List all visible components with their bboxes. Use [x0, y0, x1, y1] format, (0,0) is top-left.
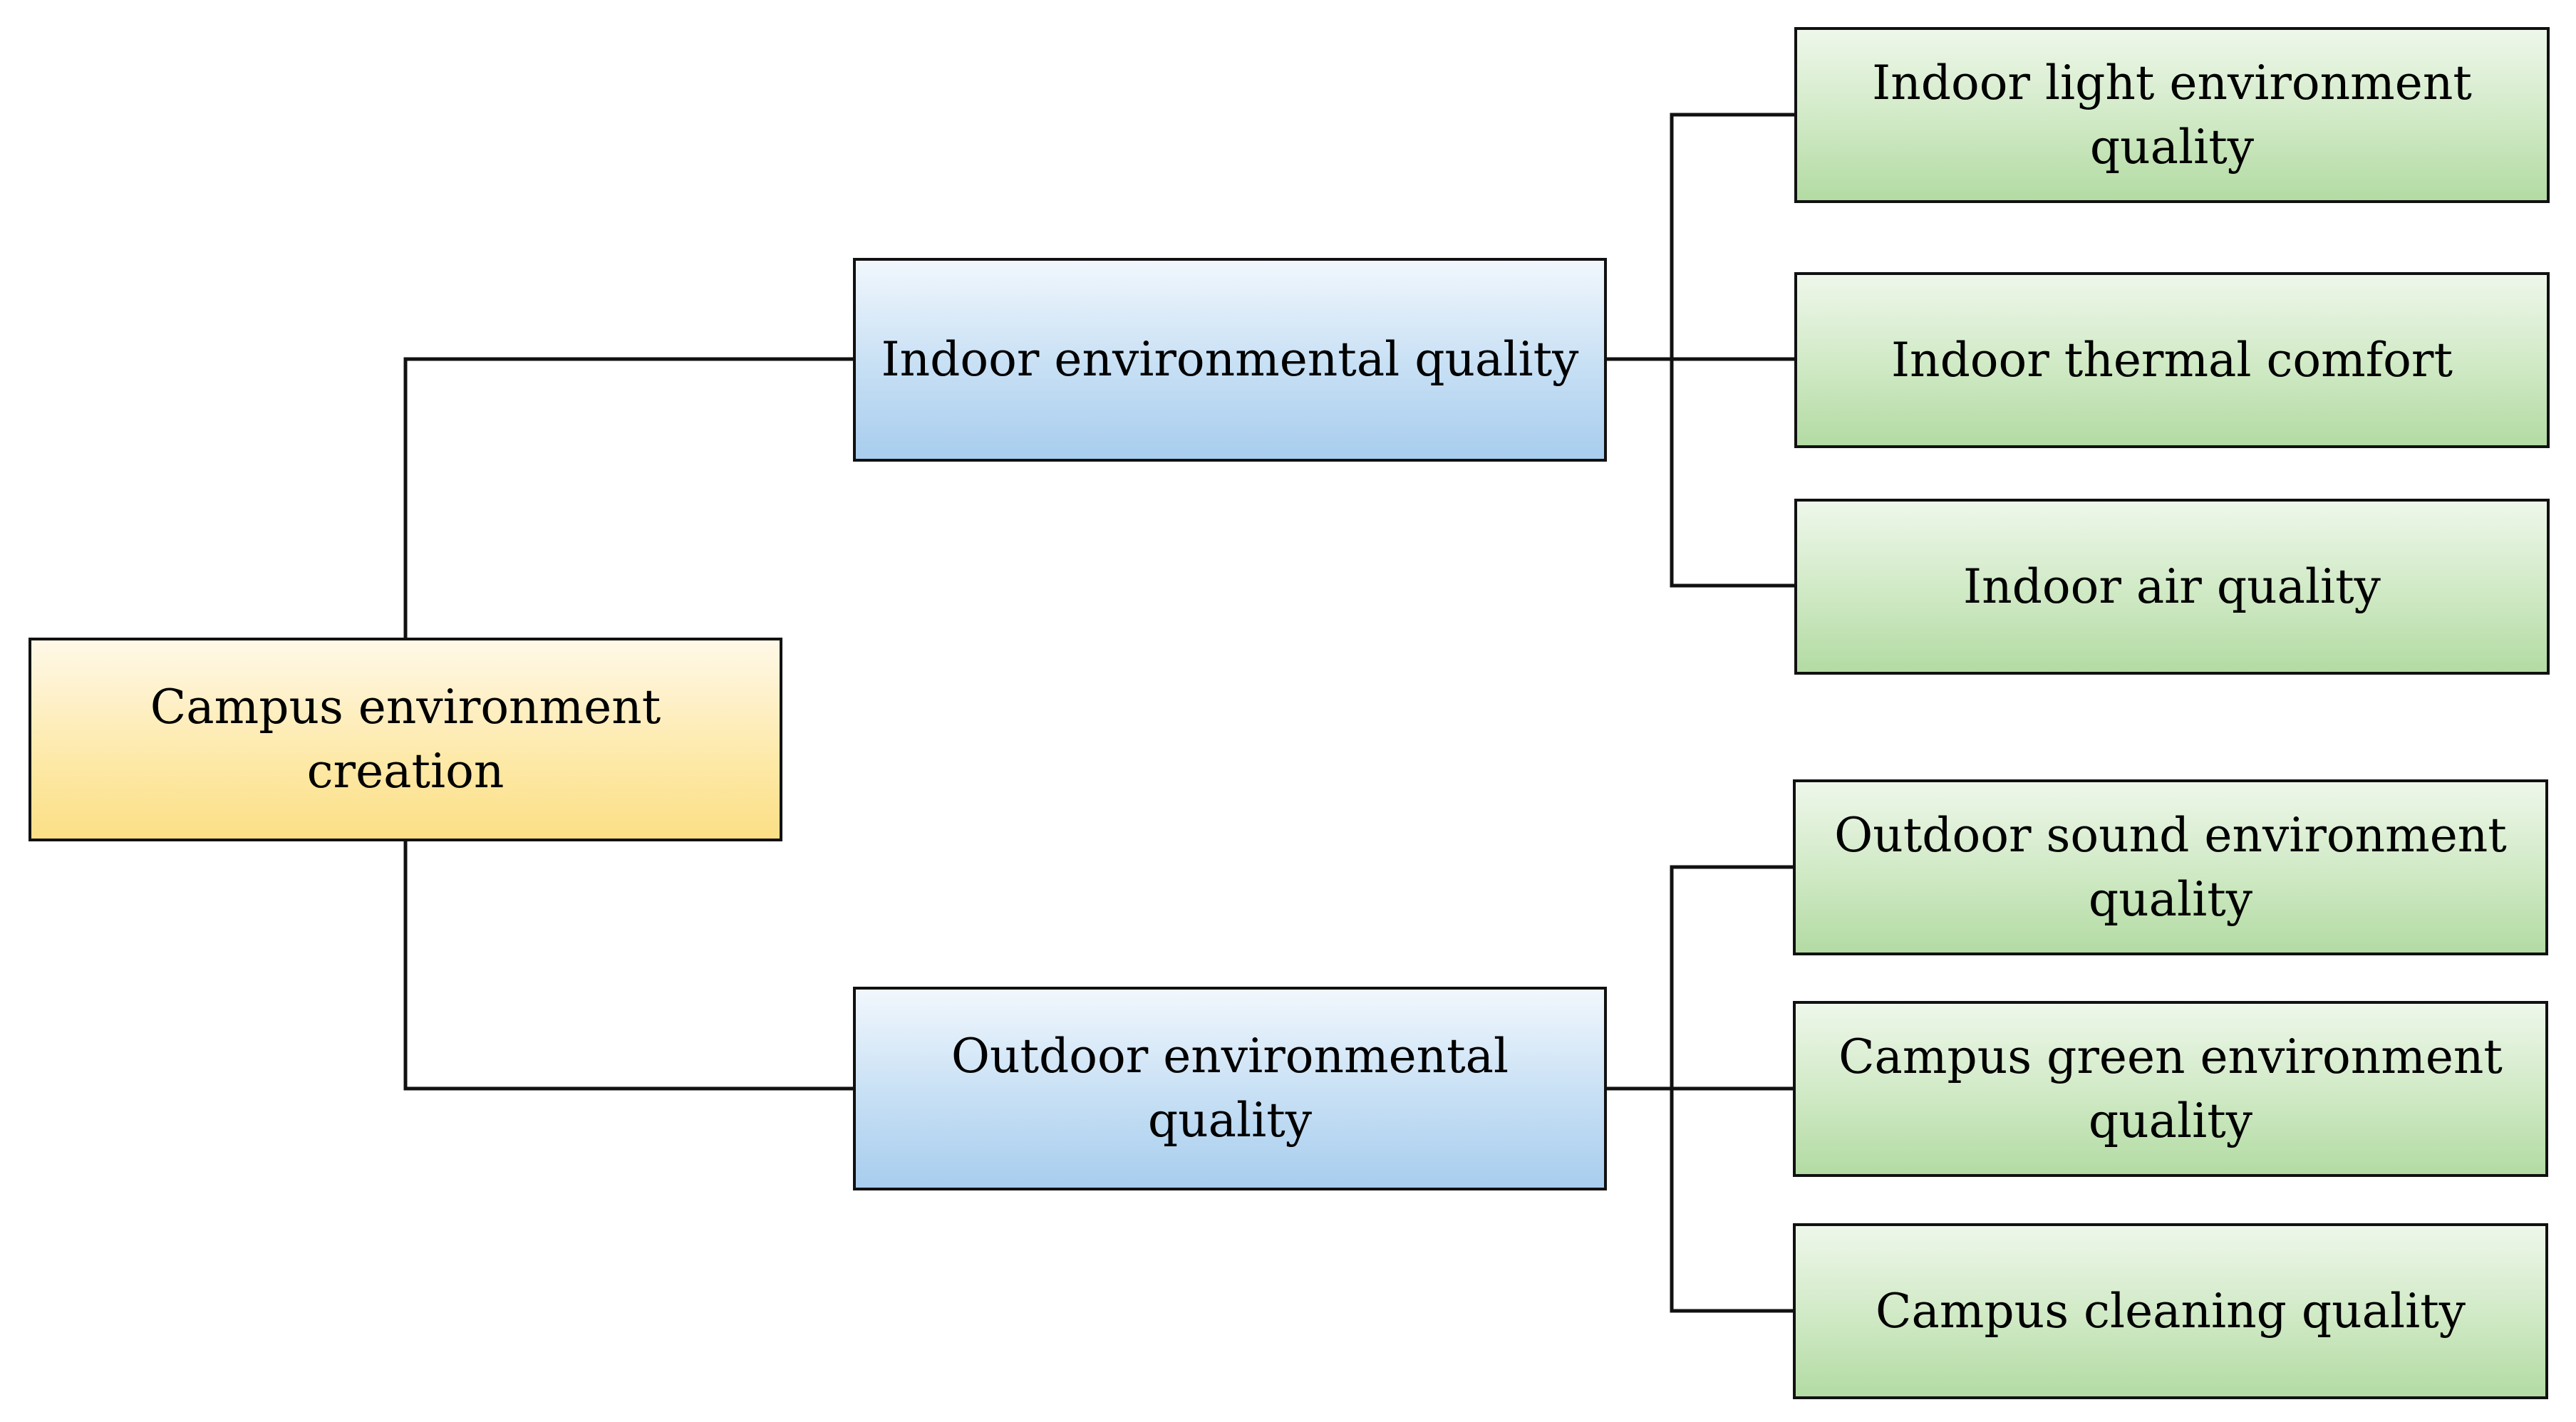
leaf-node-label: Campus cleaning quality: [1876, 1283, 2466, 1339]
root-node: Campus environment creation: [29, 638, 782, 841]
branch-node-indoor: Indoor environmental quality: [853, 258, 1607, 462]
leaf-node-indoor-air: Indoor air quality: [1794, 499, 2550, 675]
leaf-node-label: Indoor light environment quality: [1872, 55, 2472, 175]
branch-node-outdoor: Outdoor environmental quality: [853, 987, 1607, 1190]
leaf-node-campus-green: Campus green environment quality: [1793, 1001, 2548, 1177]
leaf-node-outdoor-sound: Outdoor sound environment quality: [1793, 779, 2548, 955]
leaf-node-label: Indoor thermal comfort: [1890, 332, 2453, 388]
leaf-node-label: Outdoor sound environment quality: [1834, 807, 2507, 927]
branch-node-indoor-label: Indoor environmental quality: [881, 332, 1579, 388]
leaf-node-indoor-thermal: Indoor thermal comfort: [1794, 272, 2550, 448]
branch-node-outdoor-label: Outdoor environmental quality: [951, 1029, 1509, 1148]
connector-root-indoor: [403, 357, 855, 640]
leaf-node-label: Campus green environment quality: [1838, 1029, 2503, 1148]
root-node-label: Campus environment creation: [150, 680, 661, 799]
leaf-node-label: Indoor air quality: [1963, 559, 2381, 614]
leaf-node-campus-cleaning: Campus cleaning quality: [1793, 1223, 2548, 1399]
connector-root-outdoor: [403, 839, 855, 1091]
leaf-node-indoor-light: Indoor light environment quality: [1794, 27, 2550, 203]
